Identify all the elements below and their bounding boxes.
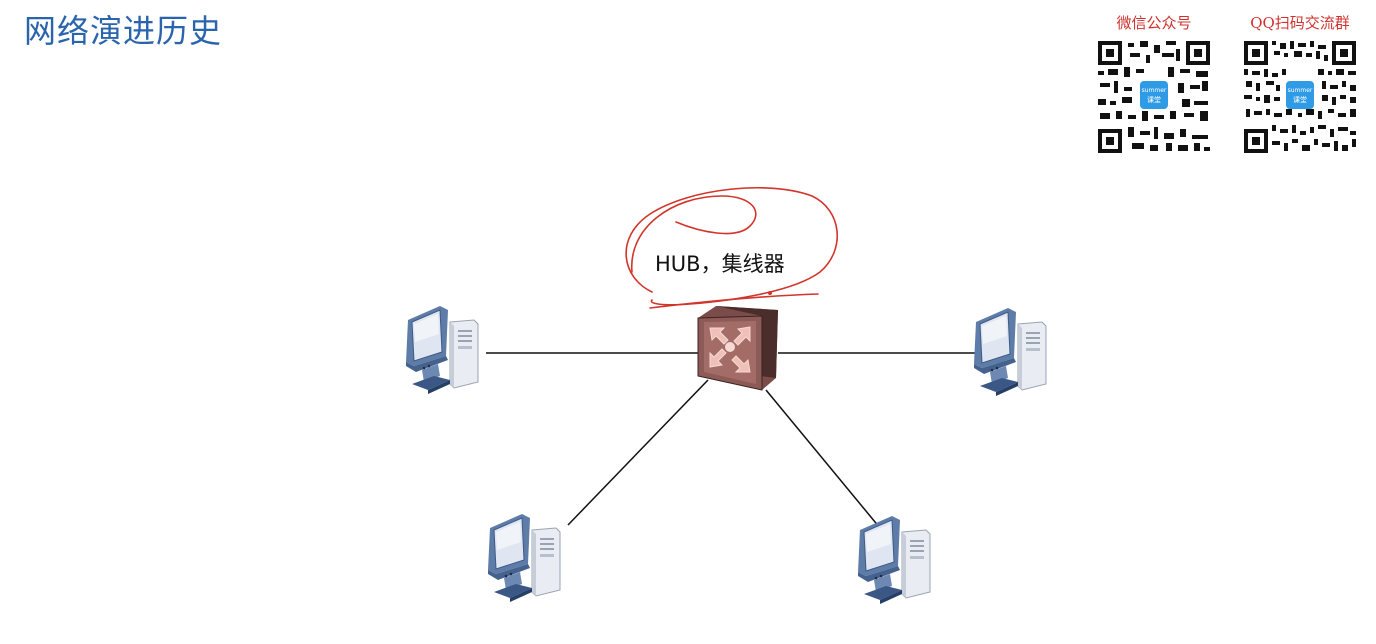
wechat-qr-badge-line2: 课堂 [1147, 95, 1161, 104]
wechat-qr-label: 微信公众号 [1116, 14, 1192, 32]
pc-bottom-right [857, 515, 931, 605]
qq-qr-code: summer 课堂 [1242, 39, 1358, 155]
page-title: 网络演进历史 [24, 12, 223, 50]
qq-qr-badge-line2: 课堂 [1293, 95, 1307, 104]
handwritten-circle-annotation [625, 186, 839, 309]
pc-bottom-left [487, 513, 561, 603]
link-hub-bottom-right-pc [765, 389, 881, 529]
qq-qr-label: QQ扫码交流群 [1250, 14, 1350, 32]
wechat-qr-code: summer 课堂 [1096, 39, 1212, 155]
link-hub-bottom-left-pc [567, 379, 709, 526]
hub-label: HUB，集线器 [655, 252, 785, 276]
hub-device [697, 306, 778, 391]
pc-left [405, 305, 479, 395]
pc-right [973, 307, 1047, 397]
wechat-qr-block: 微信公众号 summer 课堂 [1094, 12, 1214, 155]
qq-qr-badge-line1: summer [1288, 87, 1313, 94]
qq-qr-block: QQ扫码交流群 summe [1240, 12, 1360, 155]
wechat-qr-badge-line1: summer [1142, 87, 1167, 94]
